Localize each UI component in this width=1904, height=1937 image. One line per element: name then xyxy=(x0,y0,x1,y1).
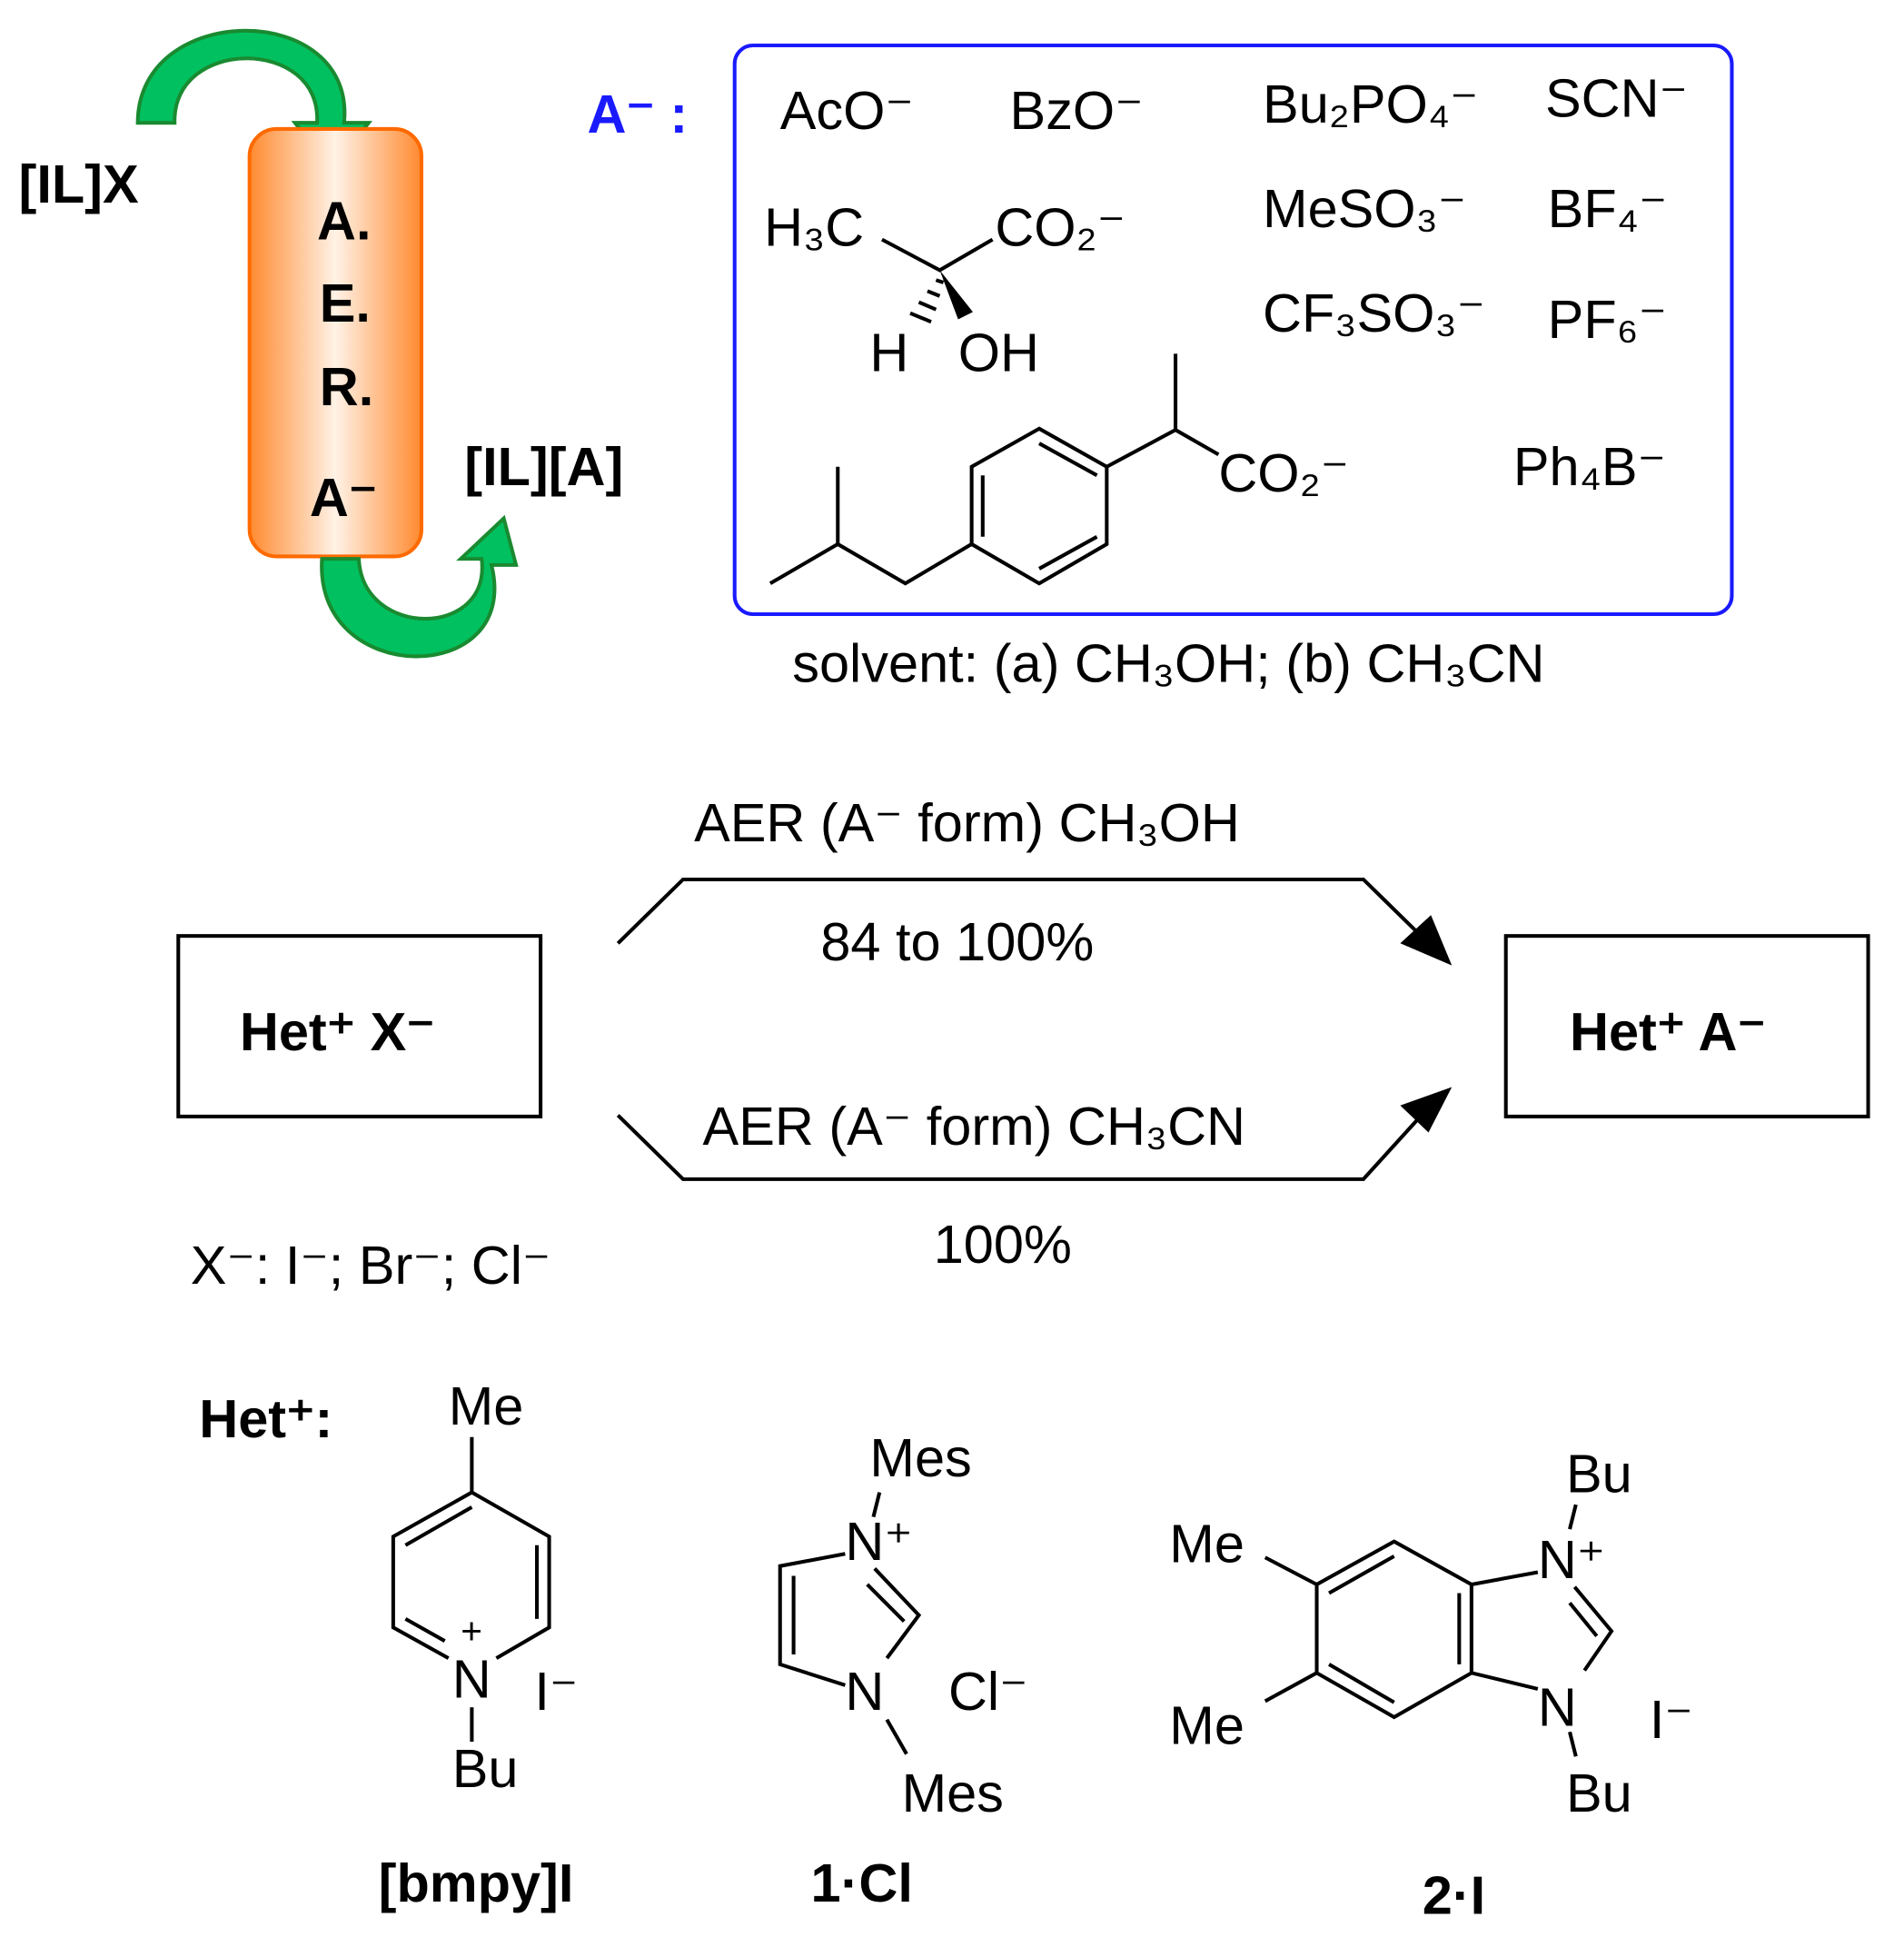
n-label: N xyxy=(1538,1676,1577,1737)
imidazolium-structure: Mes N⁺ N Mes Cl⁻ 1·Cl xyxy=(778,1427,1028,1913)
anion: SCN⁻ xyxy=(1545,67,1688,128)
solvent-label: solvent: (a) CH₃OH; (b) CH₃CN xyxy=(792,632,1544,693)
anion: BF₄⁻ xyxy=(1548,178,1668,239)
il-x-label: [IL]X xyxy=(19,154,139,214)
product-label: Het⁺ A⁻ xyxy=(1570,1001,1766,1062)
n-plus-label: N⁺ xyxy=(1538,1529,1605,1590)
me-label: Me xyxy=(1169,1695,1245,1756)
aer-letter: A. xyxy=(317,191,371,252)
bottom-arrow xyxy=(616,1110,1426,1181)
bu-label: Bu xyxy=(452,1738,519,1799)
h-label: H xyxy=(869,322,908,382)
compound-label: [bmpy]I xyxy=(379,1853,574,1913)
me-label: Me xyxy=(1169,1514,1245,1574)
compound-label: 1·Cl xyxy=(811,1853,913,1913)
anion-box xyxy=(732,43,1734,616)
aer-letter: A⁻ xyxy=(310,467,377,528)
bu-label: Bu xyxy=(1566,1444,1632,1505)
mes-label: Mes xyxy=(869,1427,971,1488)
green-arrow-out-icon xyxy=(320,514,519,659)
n-label: N xyxy=(452,1648,491,1709)
n-label: N xyxy=(845,1661,884,1722)
anion: Ph₄B⁻ xyxy=(1513,436,1666,497)
anion: MeSO₃⁻ xyxy=(1263,178,1466,239)
mes-label: Mes xyxy=(902,1763,1004,1823)
aer-column xyxy=(247,126,423,559)
top-yield: 84 to 100% xyxy=(820,911,1094,972)
anion-panel: A⁻ : AcO⁻ BzO⁻ Bu₂PO₄⁻ SCN⁻ MeSO₃⁻ BF₄⁻ … xyxy=(587,43,1734,693)
reactant-box xyxy=(176,934,543,1118)
anion-heading: A⁻ : xyxy=(587,84,688,144)
lactate-structure: H₃C CO₂⁻ H OH xyxy=(764,196,1126,382)
anion: Bu₂PO₄⁻ xyxy=(1263,74,1478,134)
me-label: Me xyxy=(449,1376,524,1436)
aer-letter: E. xyxy=(320,273,371,333)
arrowhead-icon xyxy=(1400,1087,1453,1133)
bmpy-structure: Me N + Bu I⁻ [bmpy]I xyxy=(379,1376,579,1913)
benzimidazolium-structure: Me Me Bu N⁺ N Bu I⁻ 2·I xyxy=(1169,1444,1693,1926)
ch3-label: H₃C xyxy=(764,196,864,257)
n-plus-label: N⁺ xyxy=(845,1511,912,1572)
counter-ion: I⁻ xyxy=(534,1661,578,1722)
het-heading: Het⁺: xyxy=(199,1388,332,1449)
ibuprofen-structure: CO₂⁻ xyxy=(769,353,1349,586)
x-anions-label: X⁻: I⁻; Br⁻; Cl⁻ xyxy=(191,1235,551,1296)
top-arrow xyxy=(616,877,1426,945)
reactant-label: Het⁺ X⁻ xyxy=(240,1001,435,1062)
co2-label: CO₂⁻ xyxy=(1218,442,1349,503)
aer-letter: R. xyxy=(320,356,373,417)
anion: BzO⁻ xyxy=(1010,80,1144,141)
arrowhead-icon xyxy=(1400,915,1453,966)
il-a-label: [IL][A] xyxy=(464,436,623,497)
product-box xyxy=(1503,934,1870,1118)
top-condition: AER (A⁻ form) CH₃OH xyxy=(694,792,1240,853)
reaction-scheme: Het⁺ X⁻ Het⁺ A⁻ AER (A⁻ form) CH₃OH 84 t… xyxy=(176,792,1870,1296)
bottom-condition: AER (A⁻ form) CH₃CN xyxy=(703,1096,1245,1157)
compound-label: 2·I xyxy=(1423,1864,1485,1925)
aer-cycle: [IL]X [IL][A] A. E. R. A⁻ xyxy=(19,28,623,659)
bu-label: Bu xyxy=(1566,1763,1632,1823)
anion: AcO⁻ xyxy=(780,80,914,141)
co2-label: CO₂⁻ xyxy=(995,196,1126,257)
anion: CF₃SO₃⁻ xyxy=(1263,283,1485,343)
bottom-yield: 100% xyxy=(934,1214,1072,1275)
plus-label: + xyxy=(461,1610,482,1652)
anion: PF₆⁻ xyxy=(1548,289,1667,350)
oh-label: OH xyxy=(958,322,1039,382)
counter-ion: I⁻ xyxy=(1650,1689,1693,1750)
counter-ion: Cl⁻ xyxy=(948,1661,1028,1722)
